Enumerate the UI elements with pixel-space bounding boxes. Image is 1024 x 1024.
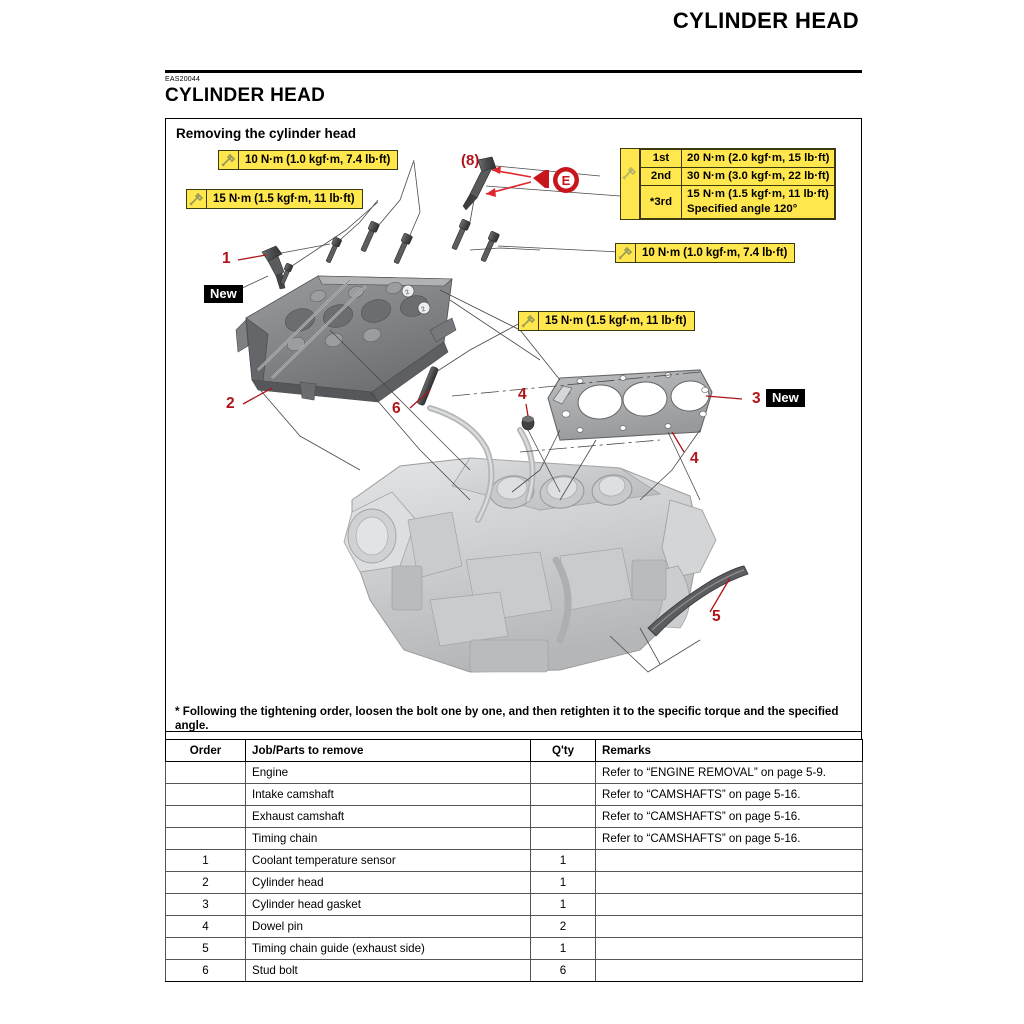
stage-torque-row: 1st 20 N·m (2.0 kgf·m, 15 lb·ft) (640, 149, 836, 168)
cell-qty: 6 (530, 959, 596, 982)
stage-label: *3rd (640, 185, 682, 219)
cylinder-head-bolts (280, 219, 500, 285)
cell-job: Intake camshaft (245, 783, 531, 806)
wrench-icon (187, 190, 207, 208)
torque-callout-text: 15 N·m (1.5 kgf·m, 11 lb·ft) (213, 192, 355, 205)
stage-label: 1st (640, 149, 682, 168)
cell-remarks (595, 959, 863, 982)
table-row: Timing chain Refer to “CAMSHAFTS” on page… (165, 827, 863, 850)
cell-remarks: Refer to “CAMSHAFTS” on page 5-16. (595, 827, 863, 850)
torque-callout-15nm-mid: 15 N·m (1.5 kgf·m, 11 lb·ft) (518, 311, 695, 331)
cell-job: Timing chain (245, 827, 531, 850)
callout-number-1: 1 (222, 250, 231, 267)
engine-block-assembly (343, 405, 717, 673)
cell-order: 4 (165, 915, 246, 938)
torque-callout-10nm-right: 10 N·m (1.0 kgf·m, 7.4 lb·ft) (615, 243, 796, 263)
cylinder-head-part: 2 2 (235, 275, 457, 403)
callout-number-4-top: 4 (518, 386, 527, 403)
cell-order: 2 (165, 871, 246, 894)
page-title: CYLINDER HEAD (165, 85, 326, 106)
column-header-qty: Q'ty (530, 739, 596, 762)
cell-remarks (595, 937, 863, 960)
cell-qty (530, 827, 596, 850)
cell-order: 6 (165, 959, 246, 982)
column-header-remarks: Remarks (595, 739, 863, 762)
stage-value: 30 N·m (3.0 kgf·m, 22 lb·ft) (680, 167, 836, 186)
torque-callout-text: 10 N·m (1.0 kgf·m, 7.4 lb·ft) (642, 246, 788, 259)
cell-order (165, 783, 246, 806)
svg-text:2: 2 (421, 306, 427, 314)
column-header-job: Job/Parts to remove (245, 739, 531, 762)
cell-remarks: Refer to “ENGINE REMOVAL” on page 5-9. (595, 761, 863, 784)
callout-number-2: 2 (226, 395, 235, 412)
new-part-tag-sensor: New (204, 285, 243, 303)
parts-table: Order Job/Parts to remove Q'ty Remarks E… (165, 739, 863, 982)
torque-callout-10nm-top: 10 N·m (1.0 kgf·m, 7.4 lb·ft) (218, 150, 399, 170)
cell-remarks (595, 915, 863, 938)
torque-callout-text: 10 N·m (1.0 kgf·m, 7.4 lb·ft) (245, 153, 391, 166)
cell-remarks (595, 893, 863, 916)
lubrication-symbol: E (485, 166, 579, 197)
new-part-tag-gasket: New (766, 389, 805, 407)
head-bolt-long-part (462, 156, 497, 211)
cell-qty: 1 (530, 871, 596, 894)
cell-qty (530, 805, 596, 828)
stage-value-line1: 15 N·m (1.5 kgf·m, 11 lb·ft) (687, 188, 829, 200)
wrench-icon (519, 312, 539, 330)
page-header: CYLINDER HEAD (0, 8, 1024, 44)
stud-bolt-part (417, 366, 439, 406)
wrench-icon (621, 149, 640, 219)
callout-number-4-lower: 4 (690, 450, 699, 467)
cell-job: Cylinder head (245, 871, 531, 894)
stage-value: 20 N·m (2.0 kgf·m, 15 lb·ft) (680, 149, 836, 168)
cell-remarks (595, 849, 863, 872)
table-header-row: Order Job/Parts to remove Q'ty Remarks (165, 739, 863, 762)
wrench-icon (616, 244, 636, 262)
svg-text:E: E (562, 173, 571, 188)
stage-label: 2nd (640, 167, 682, 186)
cell-order: 5 (165, 937, 246, 960)
table-row: Engine Refer to “ENGINE REMOVAL” on page … (165, 761, 863, 784)
bolt-count-label: (8) (461, 152, 480, 169)
cell-remarks: Refer to “CAMSHAFTS” on page 5-16. (595, 805, 863, 828)
footnote: * Following the tightening order, loosen… (165, 700, 862, 739)
cell-qty: 2 (530, 915, 596, 938)
stage-value: 15 N·m (1.5 kgf·m, 11 lb·ft) Specified a… (680, 185, 836, 219)
callout-number-5: 5 (712, 608, 721, 625)
cell-job: Dowel pin (245, 915, 531, 938)
cell-job: Engine (245, 761, 531, 784)
column-header-order: Order (165, 739, 246, 762)
wrench-icon (219, 151, 239, 169)
cell-job: Stud bolt (245, 959, 531, 982)
svg-text:2: 2 (405, 289, 411, 297)
section-code: EAS20044 (165, 76, 201, 83)
cell-qty (530, 761, 596, 784)
running-header-title: CYLINDER HEAD (672, 8, 859, 33)
stage-torque-row: *3rd 15 N·m (1.5 kgf·m, 11 lb·ft) Specif… (640, 185, 836, 219)
cell-job: Cylinder head gasket (245, 893, 531, 916)
cell-order (165, 827, 246, 850)
stage-torque-table: 1st 20 N·m (2.0 kgf·m, 15 lb·ft) 2nd 30 … (620, 148, 837, 220)
stage-torque-row: 2nd 30 N·m (3.0 kgf·m, 22 lb·ft) (640, 167, 836, 186)
timing-chain-guide-part (647, 565, 749, 637)
torque-callout-15nm-top: 15 N·m (1.5 kgf·m, 11 lb·ft) (186, 189, 363, 209)
cell-qty: 1 (530, 893, 596, 916)
header-divider-rule (165, 70, 862, 73)
diagram-title: Removing the cylinder head (176, 126, 357, 141)
coolant-temperature-sensor-part (261, 245, 286, 290)
cylinder-head-gasket-part (547, 369, 713, 441)
cell-qty: 1 (530, 849, 596, 872)
torque-callout-text: 15 N·m (1.5 kgf·m, 11 lb·ft) (545, 314, 687, 327)
callout-number-3: 3 (752, 390, 761, 407)
stage-value-line2: Specified angle 120° (687, 203, 798, 215)
callout-number-6: 6 (392, 400, 401, 417)
